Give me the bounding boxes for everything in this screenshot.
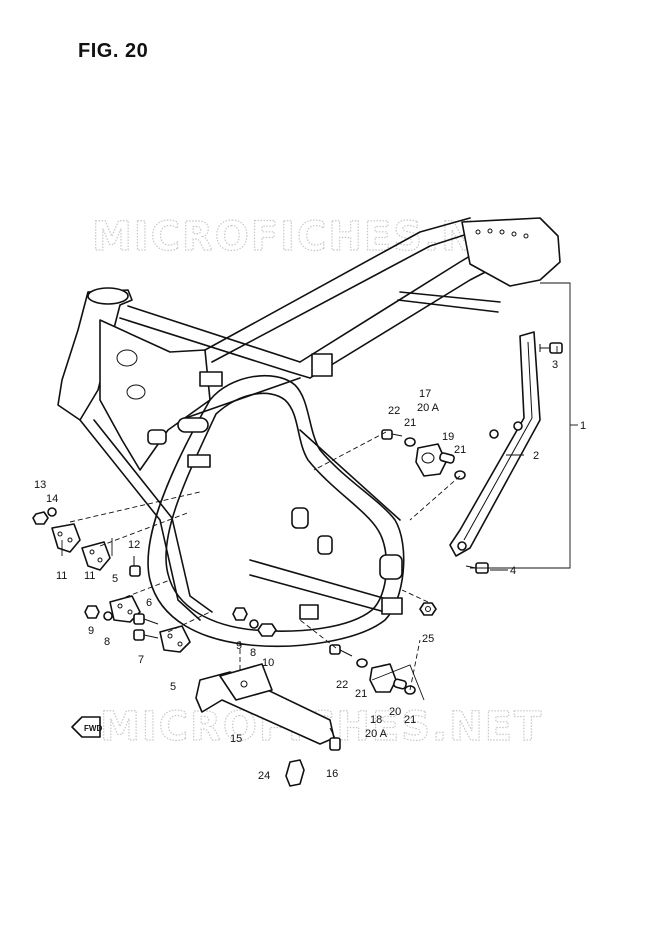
callout-3: 3 bbox=[552, 359, 558, 371]
callout-16: 16 bbox=[326, 768, 338, 780]
callout-8a: 8 bbox=[104, 636, 110, 648]
callout-1: 1 bbox=[580, 420, 586, 432]
callout-15: 15 bbox=[230, 733, 242, 745]
rear-subframe bbox=[449, 331, 541, 557]
callout-17: 17 bbox=[419, 388, 431, 400]
lower-mount-set bbox=[329, 644, 416, 695]
callout-7: 7 bbox=[138, 654, 144, 666]
callout-10: 10 bbox=[262, 657, 274, 669]
callout-21d: 21 bbox=[404, 714, 416, 726]
callout-5a: 5 bbox=[112, 573, 118, 585]
main-frame bbox=[57, 217, 561, 648]
callout-8b: 8 bbox=[250, 647, 256, 659]
left-engine-brackets bbox=[32, 507, 141, 577]
bolt-3 bbox=[539, 342, 563, 354]
callout-5b: 5 bbox=[170, 681, 176, 693]
callout-4: 4 bbox=[510, 565, 516, 577]
callout-24: 24 bbox=[258, 770, 270, 782]
callout-12: 12 bbox=[128, 539, 140, 551]
callout-22a: 22 bbox=[388, 405, 400, 417]
callout-9b: 9 bbox=[236, 640, 242, 652]
bolt-16 bbox=[329, 727, 341, 751]
callout-11a: 11 bbox=[56, 570, 67, 582]
callout-19: 19 bbox=[442, 431, 454, 443]
callout-21c: 21 bbox=[355, 688, 367, 700]
callout-2: 2 bbox=[533, 450, 539, 462]
fwd-direction-badge: FWD bbox=[71, 716, 102, 738]
callout-20: 20 bbox=[389, 706, 401, 718]
callout-21a: 21 bbox=[404, 417, 416, 429]
callout-13: 13 bbox=[34, 479, 46, 491]
figure-title: FIG. 20 bbox=[78, 40, 149, 62]
bottom-guard-15 bbox=[195, 663, 335, 745]
upper-mount-set bbox=[381, 429, 466, 480]
svg-text:FWD: FWD bbox=[84, 724, 102, 733]
nut-25 bbox=[419, 602, 437, 616]
callout-labels: 1 2 3 4 5 5 6 7 8 8 9 9 10 11 11 12 13 1… bbox=[34, 359, 586, 782]
callout-14: 14 bbox=[46, 493, 58, 505]
callout-22b: 22 bbox=[336, 679, 348, 691]
callout-6: 6 bbox=[146, 597, 152, 609]
callout-9a: 9 bbox=[88, 625, 94, 637]
lower-left-brackets bbox=[84, 595, 277, 653]
callout-21b: 21 bbox=[454, 444, 466, 456]
callout-11b: 11 bbox=[84, 570, 95, 582]
callout-20a-top: 20 A bbox=[417, 402, 440, 414]
callout-18: 18 bbox=[370, 714, 382, 726]
clip-24 bbox=[285, 759, 305, 787]
callout-20a-bottom: 20 A bbox=[365, 728, 388, 740]
callout-25: 25 bbox=[422, 633, 434, 645]
